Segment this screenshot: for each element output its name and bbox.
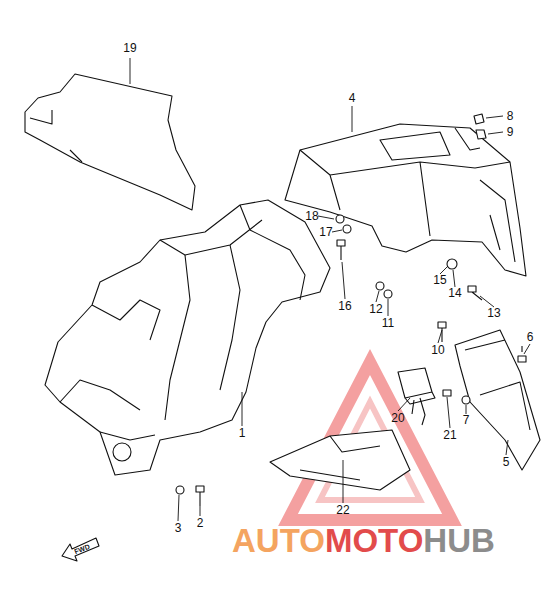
callout-number: 19 <box>123 42 136 54</box>
leader-lines <box>130 58 530 521</box>
connector <box>398 368 435 404</box>
callout-number: 10 <box>431 344 444 356</box>
callout-number: 13 <box>487 307 500 319</box>
callout-number: 7 <box>463 414 470 426</box>
callout-number: 14 <box>448 287 461 299</box>
callout-number: 11 <box>382 317 394 329</box>
fwd-arrow <box>62 538 99 561</box>
callout-number: 6 <box>527 331 534 343</box>
callout-number: 20 <box>391 412 404 424</box>
watermark-text: HUB <box>423 524 495 557</box>
callout-number: 21 <box>443 429 456 441</box>
seat-plate <box>25 74 195 210</box>
callout-number: 8 <box>507 110 514 122</box>
callout-number: 16 <box>338 300 351 312</box>
fasteners <box>176 114 526 506</box>
callout-number: 22 <box>336 504 349 516</box>
callout-number: 18 <box>305 210 318 222</box>
license-bracket <box>455 330 540 470</box>
watermark-text: AUTO <box>232 524 325 557</box>
inner-fender <box>45 200 330 475</box>
callout-number: 12 <box>369 303 382 315</box>
callout-number: 3 <box>175 522 182 534</box>
callout-number: 1 <box>239 427 246 439</box>
callout-number: 4 <box>349 92 356 104</box>
callout-number: 2 <box>197 517 204 529</box>
callout-number: 5 <box>503 456 510 468</box>
callout-number: 17 <box>319 226 332 238</box>
callout-number: 15 <box>433 274 446 286</box>
watermark-text: MOTO <box>325 524 423 557</box>
rear-fender <box>285 124 526 276</box>
callout-number: 9 <box>507 126 514 138</box>
pad <box>270 430 410 490</box>
